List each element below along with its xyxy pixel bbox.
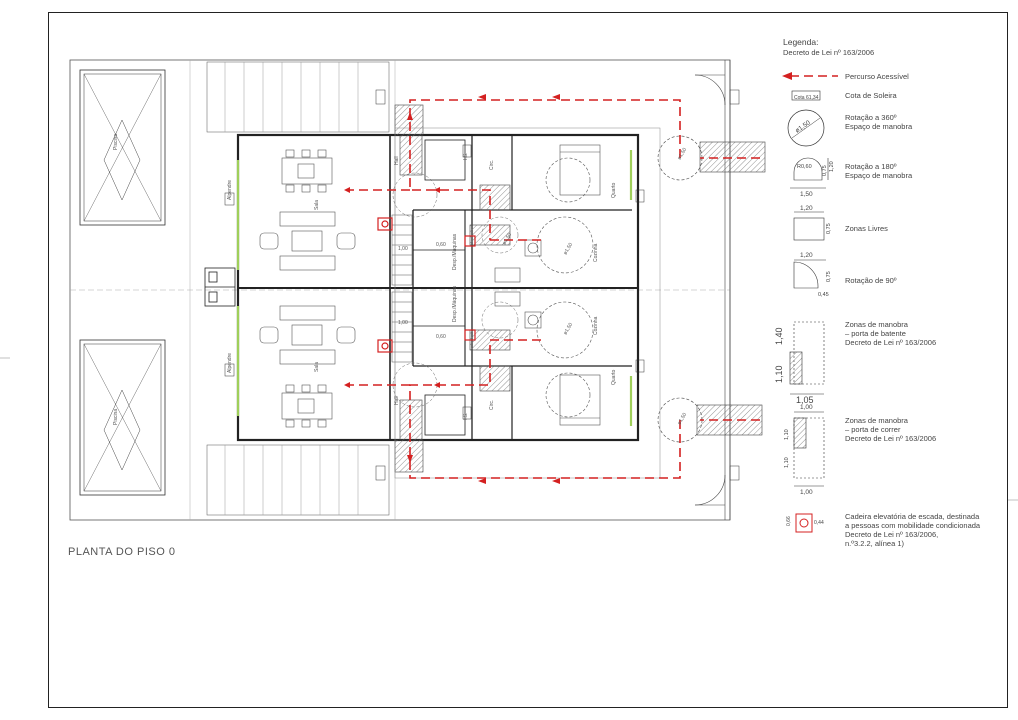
room-label-piscina-top: Piscina (113, 134, 119, 150)
kitchen-bottom (494, 291, 594, 359)
legend-zonas-livres-symbol (793, 211, 825, 241)
legend-batente-b: 1,10 (774, 365, 784, 383)
legend-correr-symbol (793, 411, 825, 487)
level-tags (224, 89, 740, 481)
accessible-route (350, 99, 760, 479)
legend-rot180-r: R0,60 (797, 164, 812, 170)
room-label-sala-bottom: Sala (314, 362, 320, 372)
dim-circle-gate-bottom: ø1,50 (677, 412, 689, 426)
room-label-hall-bottom: Hall (394, 396, 400, 405)
legend-rot180-w: 1,50 (800, 191, 813, 198)
legend-cota-tag: Cota 61,34 (794, 95, 819, 101)
dining-table-top (281, 149, 333, 193)
sofa-bottom (259, 305, 356, 365)
legend-cota-symbol (791, 90, 821, 101)
legend-batente-symbol (789, 321, 825, 395)
dim-100-bottom: 1,00 (398, 320, 408, 326)
dim-circle-circ-top: ø1,50 (502, 232, 514, 246)
bed-bottom (545, 372, 601, 426)
room-label-piscina-bottom: Piscina (113, 409, 119, 425)
legend-cota-label: Cota de Soleira (845, 91, 897, 100)
legend-rot180-h: 1,20 (829, 161, 835, 172)
room-label-quarto-top: Quarto (611, 182, 617, 198)
house-walls (236, 133, 640, 442)
legend-correr-label: Zonas de manobra – porta de correr Decre… (845, 416, 937, 443)
stair-lift-symbol (377, 217, 476, 353)
deck-bottom (206, 444, 390, 516)
room-label-quarto-bottom: Quarto (611, 369, 617, 385)
legend-rot90-symbol (793, 259, 826, 289)
room-label-desp-top: Desp./Máquinas (452, 233, 458, 270)
legend-batente-a: 1,40 (774, 327, 784, 345)
legend-rot360-dim: ø1,50 (794, 119, 812, 134)
room-label-hall-top: Hall (394, 156, 400, 165)
room-label-circ-bottom: Circ. (489, 400, 495, 410)
room-label-is-top: I.S. (463, 152, 469, 160)
deck-top (206, 61, 390, 133)
room-label-desp-bottom: Desp./Máquinas (452, 285, 458, 322)
bed-top (545, 144, 601, 203)
legend-rot90-w: 1,20 (800, 252, 813, 259)
legend-correr-b: 1,10 (784, 429, 790, 440)
stairs (391, 214, 413, 363)
legend-zonas-livres-label: Zonas Livres (845, 224, 888, 233)
legend-correr-d: 1,00 (800, 489, 813, 496)
legend-route-symbol (782, 72, 838, 80)
legend-rot90-s: 0,45 (818, 292, 829, 298)
room-label-alpendre-bottom: Alpendre (227, 353, 233, 373)
room-label-circ-top: Circ. (489, 160, 495, 170)
legend-cadeira-b: 0,44 (814, 520, 824, 526)
room-label-is-bottom: I.S. (463, 412, 469, 420)
legend-zonas-h: 0,75 (826, 223, 832, 234)
legend-correr-a: 1,00 (800, 404, 813, 411)
legend-title: Legenda: (783, 37, 819, 47)
gates (657, 60, 731, 520)
kitchen-top (494, 216, 594, 283)
sheet-border (48, 12, 1008, 708)
room-label-sala-top: Sala (314, 200, 320, 210)
pool-bottom (79, 339, 166, 496)
legend-rot90-h: 0,75 (826, 271, 832, 282)
legend-rot360-label: Rotação a 360º Espaço de manobra (845, 113, 913, 131)
dim-circle-kitchen-top: ø1,50 (563, 242, 575, 256)
legend-rot180-label: Rotação a 180º Espaço de manobra (845, 162, 913, 180)
room-label-cozinha-bottom: Cozinha (593, 316, 599, 335)
plan-title: PLANTA DO PISO 0 (68, 546, 176, 558)
legend-cadeira-label: Cadeira elevatória de escada, destinada … (845, 512, 981, 548)
pool-top (79, 69, 166, 226)
entrance-left (204, 267, 236, 307)
legend-batente-label: Zonas de manobra – porta de batente Decr… (845, 320, 937, 347)
legend-cadeira-symbol (795, 513, 813, 533)
room-label-cozinha-top: Cozinha (593, 243, 599, 262)
dining-table-bottom (281, 384, 333, 428)
room-label-alpendre-top: Alpendre (227, 180, 233, 200)
legend-correr-c: 1,10 (784, 457, 790, 468)
legend-cadeira-a: 0,66 (786, 516, 792, 526)
dim-060-top: 0,60 (436, 242, 446, 248)
legend-batente-c: 1,05 (796, 395, 814, 405)
dim-circle-kitchen-bottom: ø1,50 (563, 322, 575, 336)
legend-percurso-label: Percurso Acessível (845, 72, 909, 81)
route-arrows (344, 94, 560, 484)
legend-zonas-w: 1,20 (800, 205, 813, 212)
glazing (236, 150, 633, 426)
dim-060-bottom: 0,60 (436, 334, 446, 340)
sofa-top (259, 211, 356, 271)
legend-rot90-label: Rotação de 90º (845, 276, 897, 285)
legend-rot180-symbol (790, 157, 829, 189)
dim-100-top: 1,00 (398, 246, 408, 252)
legend-rot360-symbol (787, 109, 825, 147)
dim-circle-gate-top: ø1,50 (677, 147, 689, 161)
legend-rot180-v: 0,75 (822, 165, 828, 176)
legend-decree: Decreto de Lei nº 163/2006 (783, 48, 875, 57)
